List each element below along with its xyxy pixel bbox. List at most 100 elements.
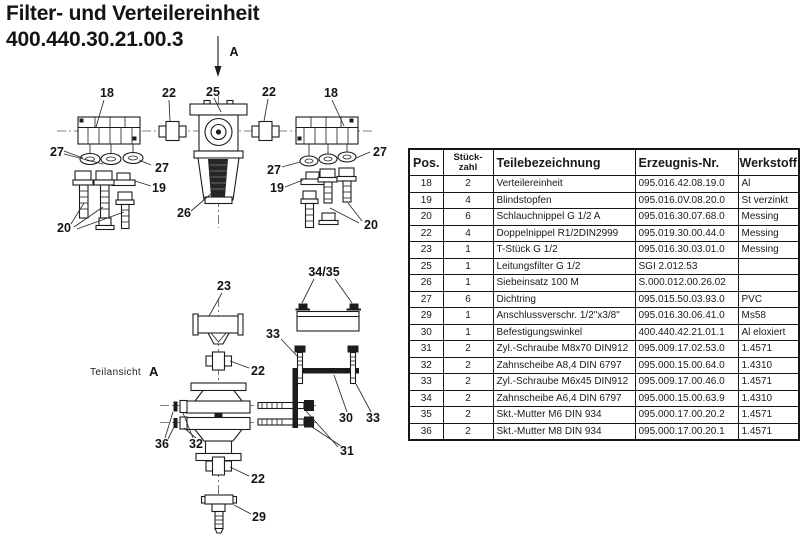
table-row: 34 2 Zahnscheibe A6,4 DIN 6797 095.000.1… [408, 389, 800, 407]
table-row: 18 2 Verteilereinheit 095.016.42.08.19.0… [408, 175, 800, 193]
callout-36: 36 [155, 437, 169, 451]
seal-rings-left [79, 151, 144, 166]
callout-19-right: 19 [270, 181, 284, 195]
cell-name: Zyl.-Schraube M8x70 DIN912 [492, 340, 636, 358]
nipple-22-lower [205, 456, 233, 476]
cell-pos: 27 [408, 290, 444, 308]
cell-part-no: 095.000.17.00.20.2 [634, 406, 739, 424]
double-nipple-right [251, 120, 280, 142]
cell-part-no: 095.016.30.06.41.0 [634, 307, 739, 325]
callout-26: 26 [177, 206, 191, 220]
title-line-2: 400.440.30.21.00.3 [6, 28, 184, 51]
cell-name: Doppelnippel R1/2DIN2999 [492, 224, 636, 242]
cell-material: 1.4310 [737, 356, 800, 374]
cell-pos: 32 [408, 356, 444, 374]
cell-pos: 29 [408, 307, 444, 325]
callout-32: 32 [189, 437, 203, 451]
callout-19-left: 19 [152, 181, 166, 195]
cell-name: Schlauchnippel G 1/2 A [492, 208, 636, 226]
cell-pos: 36 [408, 422, 444, 441]
col-header-part-no: Erzeugnis-Nr. [634, 148, 739, 176]
nipple-22-upper [205, 351, 233, 371]
callout-27-left-a: 27 [50, 145, 64, 159]
cell-material: Al [737, 175, 800, 193]
callout-31: 31 [340, 444, 354, 458]
cell-name: Siebeinsatz 100 M [492, 274, 636, 292]
table-row: 32 2 Zahnscheibe A8,4 DIN 6797 095.000.1… [408, 356, 800, 374]
cell-material: 1.4571 [737, 422, 800, 441]
cell-part-no: 095.016.30.03.01.0 [634, 241, 739, 259]
col-header-qty: Stück- zahl [442, 148, 494, 176]
section-arrow: A [214, 36, 239, 77]
cell-name: Dichtring [492, 290, 636, 308]
cell-material: Messing [737, 208, 800, 226]
cell-qty: 6 [442, 290, 494, 308]
cell-material [737, 257, 800, 275]
screws-33 [294, 345, 359, 385]
cell-qty: 2 [442, 175, 494, 193]
screws-31 [257, 400, 314, 428]
cell-part-no: 095.000.17.00.20.1 [634, 422, 739, 441]
col-header-qty-line2: zahl [458, 161, 478, 173]
table-row: 22 4 Doppelnippel R1/2DIN2999 095.019.30… [408, 224, 800, 242]
cell-name: Zyl.-Schraube M6x45 DIN912 [492, 373, 636, 391]
table-row: 26 1 Siebeinsatz 100 M S.000.012.00.26.0… [408, 274, 800, 292]
distributor-body [185, 382, 251, 462]
table-row: 36 2 Skt.-Mutter M8 DIN 934 095.000.17.0… [408, 422, 800, 441]
callout-22-right: 22 [262, 85, 276, 99]
seal-rings-right [299, 151, 357, 167]
callout-22-lower: 22 [251, 472, 265, 486]
callout-22-left: 22 [162, 86, 176, 100]
callout-33-lower: 33 [366, 411, 380, 425]
table-row: 25 1 Leitungsfilter G 1/2 SGI 2.012.53 [408, 257, 800, 275]
callout-20-right: 20 [364, 218, 378, 232]
cell-name: Verteilereinheit [492, 175, 636, 193]
cell-part-no: S.000.012.00.26.02 [634, 274, 739, 292]
cell-name: Leitungsfilter G 1/2 [492, 257, 636, 275]
cell-material: 1.4571 [737, 406, 800, 424]
callout-20-left: 20 [57, 221, 71, 235]
cell-part-no: 095.009.17.02.53.0 [634, 340, 739, 358]
cell-part-no: 095.015.50.03.93.0 [634, 290, 739, 308]
cell-qty: 1 [442, 257, 494, 275]
cell-material: Messing [737, 241, 800, 259]
cell-material: PVC [737, 290, 800, 308]
cell-name: Befestigungswinkel [492, 323, 636, 341]
callout-18-left: 18 [100, 86, 114, 100]
cell-material: 1.4310 [737, 389, 800, 407]
cell-name: Blindstopfen [492, 191, 636, 209]
cell-name: Skt.-Mutter M6 DIN 934 [492, 406, 636, 424]
cell-material: 1.4571 [737, 373, 800, 391]
cell-material: Ms58 [737, 307, 800, 325]
sieve-insert [208, 159, 228, 197]
cell-pos: 18 [408, 175, 444, 193]
cell-qty: 2 [442, 389, 494, 407]
col-header-qty-line1: Stück- [453, 151, 483, 163]
table-row: 19 4 Blindstopfen 095.016.0V.08.20.0 St … [408, 191, 800, 209]
col-header-material: Werkstoff [737, 148, 800, 176]
callout-25: 25 [206, 85, 220, 99]
col-header-name: Teilebezeichnung [492, 148, 636, 176]
cell-qty: 4 [442, 191, 494, 209]
cell-part-no: 095.016.30.07.68.0 [634, 208, 739, 226]
callout-33-upper: 33 [266, 327, 280, 341]
callout-29: 29 [252, 510, 266, 524]
cell-qty: 1 [442, 323, 494, 341]
cell-part-no: 095.000.15.00.64.0 [634, 356, 739, 374]
top-assembly: 18 22 25 22 18 27 27 19 20 26 27 27 19 2… [50, 85, 387, 235]
cell-material [737, 274, 800, 292]
cell-part-no: 095.009.17.00.46.0 [634, 373, 739, 391]
t-piece [192, 313, 244, 345]
cell-qty: 2 [442, 340, 494, 358]
cell-qty: 6 [442, 208, 494, 226]
bottom-leader-lines [164, 278, 372, 515]
cell-pos: 25 [408, 257, 444, 275]
cell-pos: 26 [408, 274, 444, 292]
cell-qty: 4 [442, 224, 494, 242]
table-row: 35 2 Skt.-Mutter M6 DIN 934 095.000.17.0… [408, 406, 800, 424]
table-row: 23 1 T-Stück G 1/2 095.016.30.03.01.0 Me… [408, 241, 800, 259]
cell-qty: 1 [442, 307, 494, 325]
section-arrow-label: A [229, 45, 238, 59]
cell-pos: 23 [408, 241, 444, 259]
